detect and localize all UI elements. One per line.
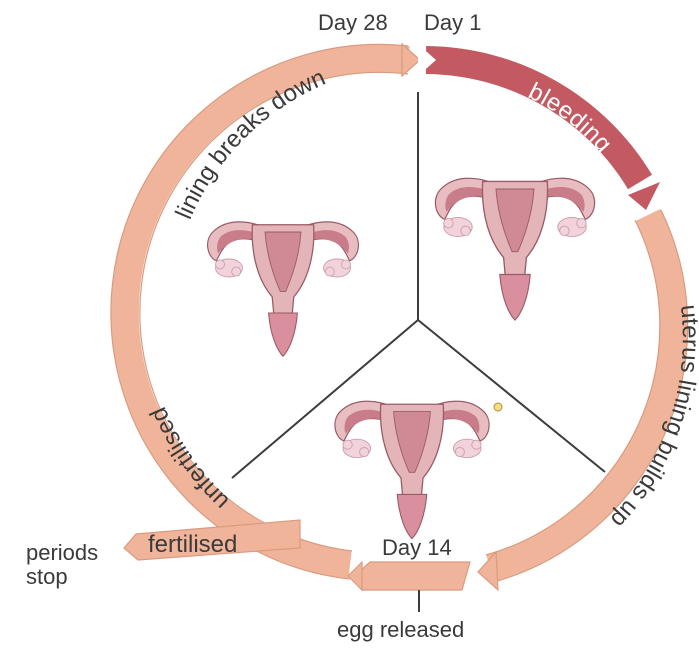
uterus-icon bbox=[208, 222, 359, 356]
divider-right bbox=[418, 320, 605, 472]
day1-label: Day 1 bbox=[424, 10, 481, 35]
uterus-icon bbox=[435, 178, 594, 320]
day28-label: Day 28 bbox=[318, 10, 388, 35]
arrowhead-egg bbox=[348, 562, 362, 590]
egg-released-label: egg released bbox=[337, 617, 464, 642]
periods-label: periods bbox=[26, 540, 98, 565]
fertilised-label: fertilised bbox=[148, 531, 237, 558]
day14-label: Day 14 bbox=[382, 535, 452, 560]
arrowhead-day28 bbox=[402, 44, 420, 76]
uterus-icon bbox=[335, 401, 489, 538]
stop-label: stop bbox=[26, 564, 68, 589]
bleeding-band bbox=[426, 60, 640, 182]
egg-icon bbox=[494, 403, 502, 411]
cycle-band-left bbox=[125, 58, 408, 565]
egg-release-band bbox=[352, 562, 470, 590]
